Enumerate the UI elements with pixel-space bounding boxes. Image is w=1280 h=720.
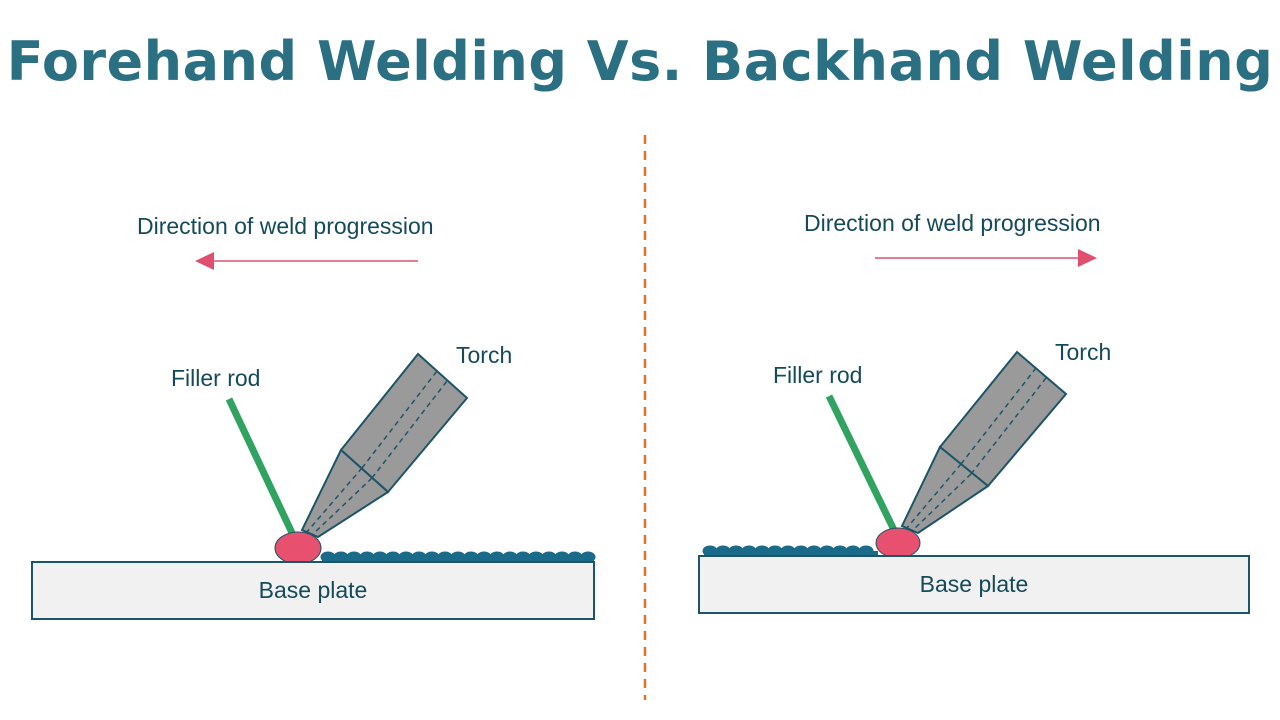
- right-weld-pool: [875, 527, 921, 559]
- right-filler-rod: [825, 394, 898, 532]
- right-filler-rod-label: Filler rod: [773, 362, 863, 388]
- right-base-plate: Base plate: [698, 555, 1250, 614]
- right-torch-label: Torch: [1055, 339, 1112, 365]
- right-weld-bead: [702, 545, 878, 557]
- right-direction-label: Direction of weld progression: [804, 210, 1101, 236]
- right-base-plate-label: Base plate: [919, 571, 1029, 597]
- right-direction-arrow: [875, 249, 1097, 267]
- weld-bead-base: [322, 557, 594, 561]
- left-weld-pool: [274, 531, 322, 565]
- right-torch: [900, 350, 1068, 535]
- left-direction-arrow: [195, 252, 418, 270]
- left-filler-rod-label: Filler rod: [171, 365, 261, 391]
- left-torch-label: Torch: [456, 342, 513, 368]
- page-title: Forehand Welding Vs. Backhand Welding: [6, 30, 1274, 93]
- left-direction-label: Direction of weld progression: [137, 213, 434, 239]
- left-base-plate: Base plate: [31, 561, 595, 620]
- left-filler-rod: [225, 397, 297, 537]
- left-torch: [300, 352, 469, 539]
- left-weld-bead: [320, 551, 596, 563]
- weld-bead-base: [704, 551, 878, 555]
- left-base-plate-label: Base plate: [258, 577, 368, 603]
